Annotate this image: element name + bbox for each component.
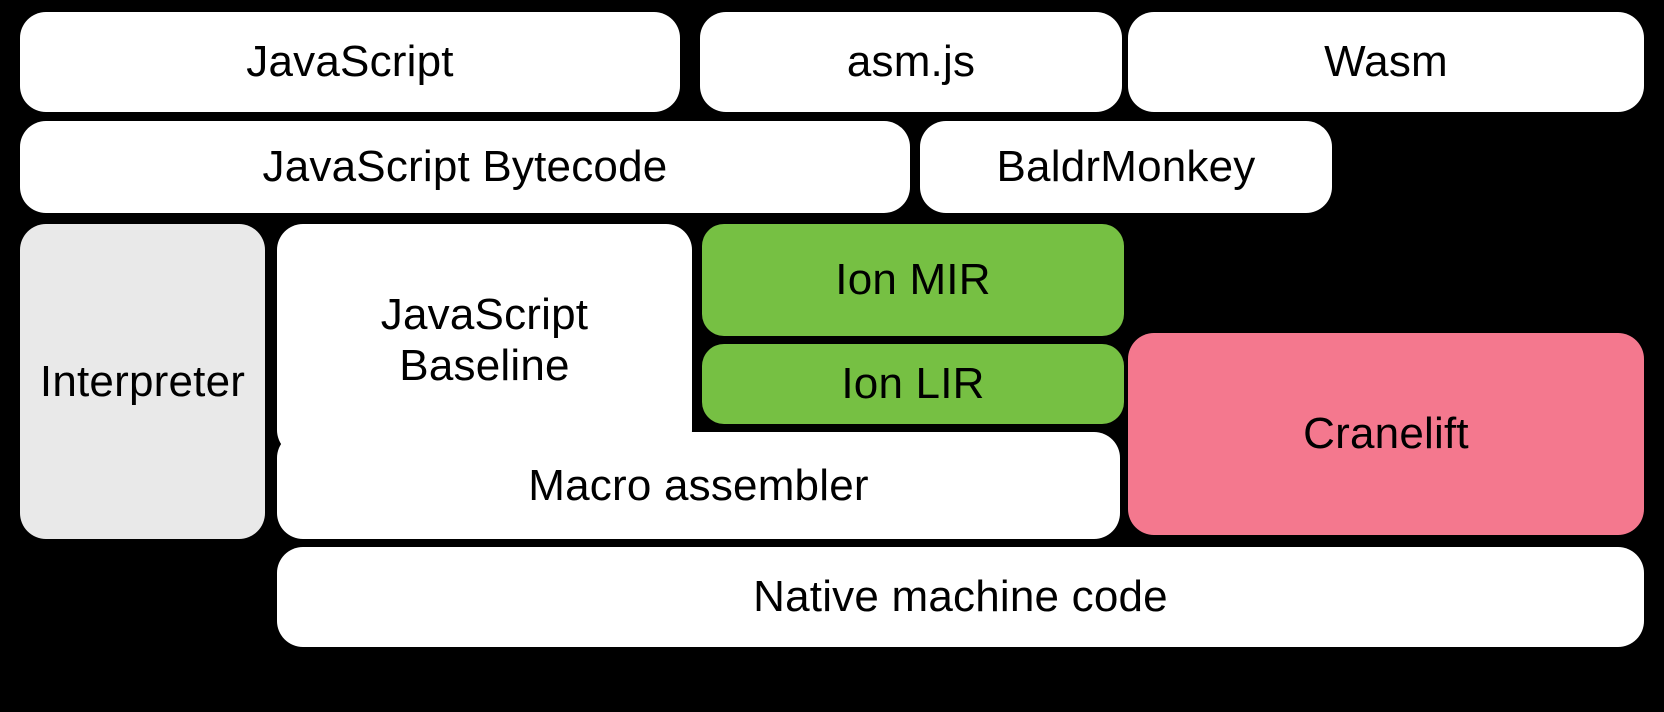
node-javascript-bytecode-label: JavaScript Bytecode (262, 142, 668, 192)
node-javascript-bytecode[interactable]: JavaScript Bytecode (20, 121, 910, 213)
node-baldrmonkey[interactable]: BaldrMonkey (920, 121, 1332, 213)
node-asm-js[interactable]: asm.js (700, 12, 1122, 112)
node-javascript-baseline[interactable]: JavaScript Baseline (277, 224, 692, 456)
node-asm-js-label: asm.js (846, 37, 976, 87)
node-ion-mir-label: Ion MIR (835, 255, 991, 305)
node-cranelift[interactable]: Cranelift (1128, 333, 1644, 535)
node-ion-lir[interactable]: Ion LIR (702, 344, 1124, 424)
node-wasm-label: Wasm (1324, 37, 1448, 87)
node-macro-assembler[interactable]: Macro assembler (277, 432, 1120, 539)
node-interpreter-label: Interpreter (39, 356, 246, 406)
node-javascript[interactable]: JavaScript (20, 12, 680, 112)
node-cranelift-label: Cranelift (1303, 409, 1469, 459)
node-native-machine-code-label: Native machine code (753, 572, 1168, 622)
node-ion-mir[interactable]: Ion MIR (702, 224, 1124, 336)
node-native-machine-code[interactable]: Native machine code (277, 547, 1644, 647)
node-wasm[interactable]: Wasm (1128, 12, 1644, 112)
node-macro-assembler-label: Macro assembler (528, 460, 869, 510)
node-ion-lir-label: Ion LIR (841, 359, 985, 409)
node-interpreter[interactable]: Interpreter (20, 224, 265, 539)
node-javascript-label: JavaScript (246, 37, 454, 87)
node-javascript-baseline-label: JavaScript Baseline (380, 289, 589, 390)
node-baldrmonkey-label: BaldrMonkey (996, 142, 1256, 192)
